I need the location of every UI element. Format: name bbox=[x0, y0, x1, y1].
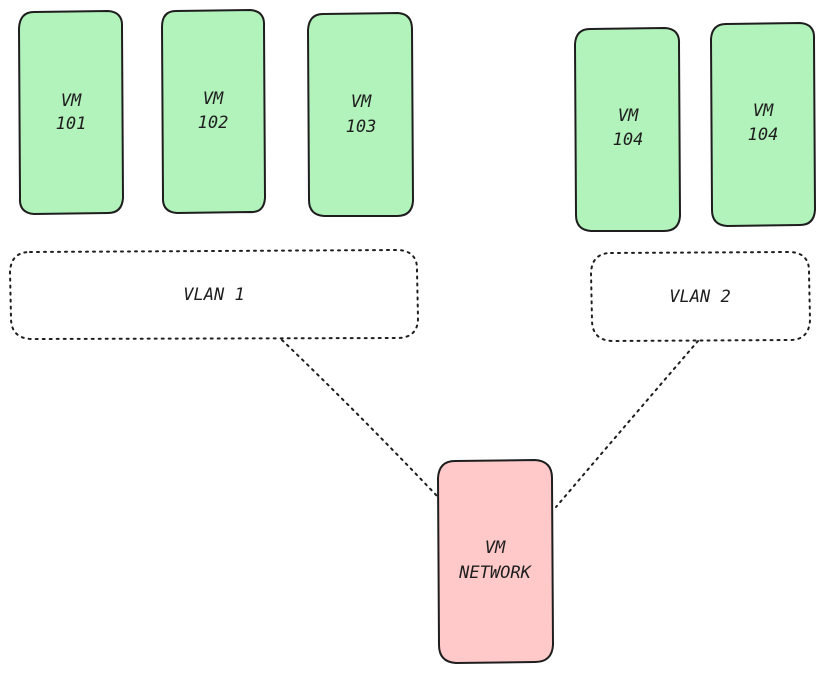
connector-vlan2-network bbox=[555, 340, 699, 508]
vm-box-103-line1: VM bbox=[351, 92, 372, 112]
vm-network-box[interactable]: VM NETWORK bbox=[436, 458, 555, 665]
vm-box-104-b-line1: VM bbox=[753, 101, 774, 121]
vm-box-101-line1: VM bbox=[61, 91, 82, 111]
vm-box-101-line2: 101 bbox=[56, 114, 87, 134]
vm-network-line2: NETWORK bbox=[458, 563, 532, 583]
vm-box-104-a-line2: 104 bbox=[613, 130, 644, 150]
vm-box-104-a-line1: VM bbox=[618, 106, 639, 126]
connector-vlan1-network bbox=[281, 339, 439, 498]
vm-box-102-line1: VM bbox=[203, 89, 224, 109]
vm-box-102[interactable]: VM 102 bbox=[160, 8, 267, 215]
vm-network-line1: VM bbox=[485, 538, 506, 558]
vlan-box-2[interactable]: VLAN 2 bbox=[589, 250, 812, 343]
vlan-box-1-label: VLAN 1 bbox=[183, 285, 244, 305]
vm-box-102-line2: 102 bbox=[198, 113, 229, 133]
vm-box-104-b-line2: 104 bbox=[748, 125, 779, 145]
vlan-box-1[interactable]: VLAN 1 bbox=[8, 248, 420, 341]
vm-box-104-b[interactable]: VM 104 bbox=[709, 21, 817, 228]
vm-box-103-line2: 103 bbox=[346, 117, 377, 137]
vm-box-101[interactable]: VM 101 bbox=[17, 9, 125, 216]
vm-box-103[interactable]: VM 103 bbox=[306, 11, 415, 217]
vm-box-104-a[interactable]: VM 104 bbox=[573, 26, 682, 232]
vlan-box-2-label: VLAN 2 bbox=[669, 287, 730, 307]
